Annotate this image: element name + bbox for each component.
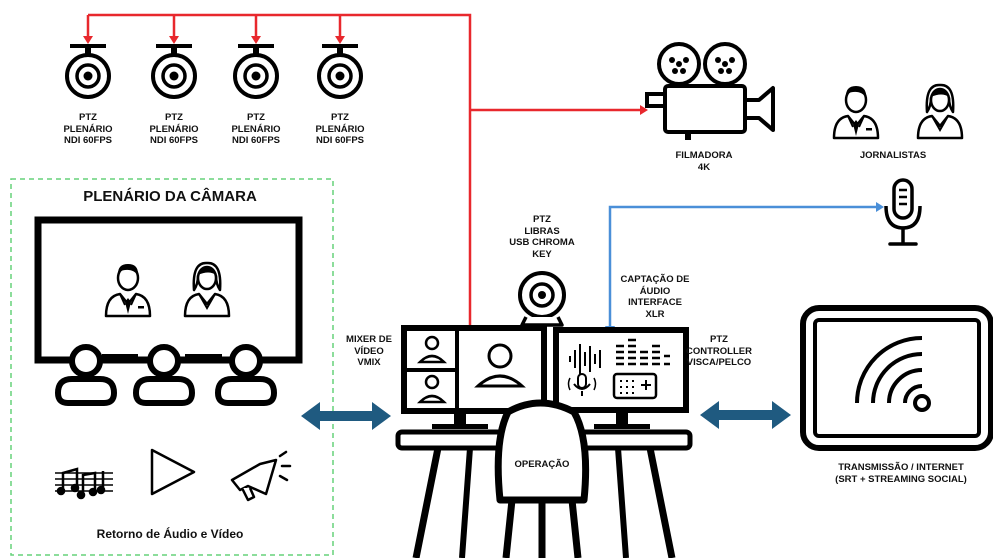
ptz-camera-2 <box>151 42 197 99</box>
transmissao-label: TRANSMISSÃO / INTERNET (SRT + STREAMING … <box>835 462 967 485</box>
businesswoman-icon <box>916 83 964 140</box>
ptz-signal-lines <box>86 13 640 332</box>
plenario-screen <box>34 216 303 364</box>
journalist-male <box>832 84 880 140</box>
transmission-screen <box>800 305 993 451</box>
film-camera-icon <box>645 42 775 140</box>
filmadora-label: FILMADORA 4K <box>675 150 733 173</box>
office-chair-icon <box>494 399 590 558</box>
megaphone-icon <box>230 450 292 502</box>
captacao-audio-label: CAPTAÇÃO DE ÁUDIO INTERFACE XLR <box>620 274 690 320</box>
play-icon <box>150 448 196 496</box>
ptz-camera-1 <box>65 42 111 99</box>
ptz-libras-label: PTZ LIBRAS USB CHROMA KEY <box>509 214 575 260</box>
ptz-camera-2-label: PTZ PLENÁRIO NDI 60FPS <box>149 112 199 146</box>
ptz-camera-3 <box>233 42 279 99</box>
plenario-title: PLENÁRIO DA CÂMARA <box>83 188 257 205</box>
audio-signal-line <box>608 205 876 332</box>
music-notes-icon <box>55 467 113 500</box>
ptz-camera-3-label: PTZ PLENÁRIO NDI 60FPS <box>231 112 281 146</box>
businessman-icon <box>832 84 880 140</box>
mixer-label: MIXER DE VÍDEO VMIX <box>346 334 392 368</box>
ptz-dome-camera-icon <box>65 42 111 99</box>
double-arrow-icon <box>301 402 391 430</box>
wireless-signal-icon <box>855 336 931 412</box>
journalist-female <box>916 83 964 140</box>
ptz-camera-4-label: PTZ PLENÁRIO NDI 60FPS <box>315 112 365 146</box>
retorno-label: Retorno de Áudio e Vídeo <box>96 527 244 541</box>
mixer-monitor <box>401 325 547 429</box>
ptz-dome-camera-icon <box>317 42 363 99</box>
webcam-icon <box>518 271 566 327</box>
plenario-region <box>10 178 334 556</box>
ptz-camera-4 <box>317 42 363 99</box>
jornalistas-label: JORNALISTAS <box>859 150 927 161</box>
ptz-dome-camera-icon <box>233 42 279 99</box>
ptz-controller-label: PTZ CONTROLLER VISCA/PELCO <box>686 334 752 368</box>
microphone-icon <box>884 178 922 246</box>
operacao-label: OPERAÇÃO <box>514 459 570 470</box>
ptz-camera-1-label: PTZ PLENÁRIO NDI 60FPS <box>63 112 113 146</box>
audience-row <box>58 347 274 403</box>
ptz-dome-camera-icon <box>151 42 197 99</box>
audio-monitor <box>553 327 689 429</box>
double-arrow-icon <box>700 401 791 429</box>
